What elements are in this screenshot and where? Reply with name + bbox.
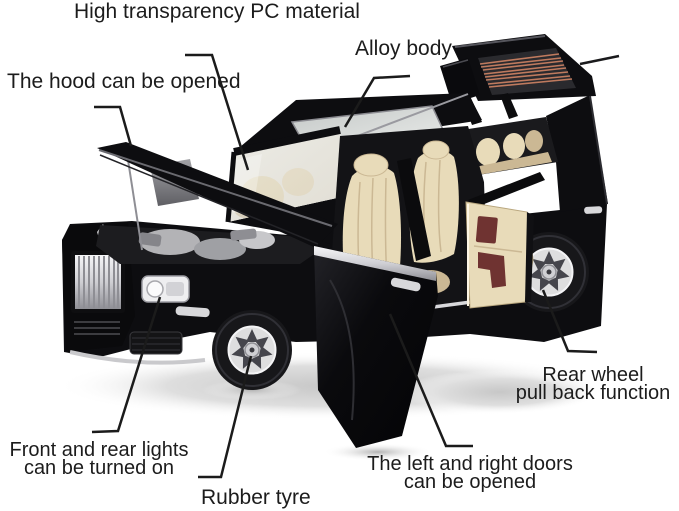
label-lights: Front and rear lights can be turned on [9, 439, 189, 479]
front-door-chrome-strip [314, 246, 436, 281]
lower-mesh-grille [129, 331, 183, 355]
defroster-stripes [479, 53, 573, 88]
label-doors: The left and right doors can be opened [367, 453, 573, 493]
label-alloy-body: Alloy body [355, 37, 452, 60]
label-pc-material: High transparency PC material [74, 0, 360, 23]
pointer-hood [94, 105, 133, 147]
front-wheel [211, 309, 293, 391]
side-marker-chrome [175, 306, 210, 318]
rear-door-handle [584, 206, 603, 214]
pointer-lines [91, 53, 598, 479]
front-fascia [62, 222, 210, 365]
pointer-rubber-tyre [198, 355, 253, 479]
b-pillar [397, 158, 431, 261]
label-hood: The hood can be opened [7, 70, 241, 93]
label-rubber-tyre: Rubber tyre [201, 486, 311, 509]
pointer-doors [388, 313, 473, 448]
label-rear-wheel: Rear wheel pull back function [515, 364, 671, 404]
headlight [141, 275, 190, 303]
open-hood [97, 142, 338, 248]
front-door-handle [390, 277, 421, 292]
pointer-rear-wheel [541, 289, 598, 354]
open-front-door [314, 246, 438, 448]
pointer-alloy-body [343, 74, 411, 128]
pointer-pc-material [185, 53, 250, 171]
open-rear-door [465, 172, 545, 309]
engine-bay [96, 225, 320, 264]
hood-prop-rod [127, 159, 143, 251]
a-pillar [233, 126, 341, 156]
rear-quarter [546, 95, 608, 214]
rear-window-opening [462, 117, 558, 176]
tailgate-strut [579, 54, 620, 66]
pointer-lights [91, 296, 162, 434]
